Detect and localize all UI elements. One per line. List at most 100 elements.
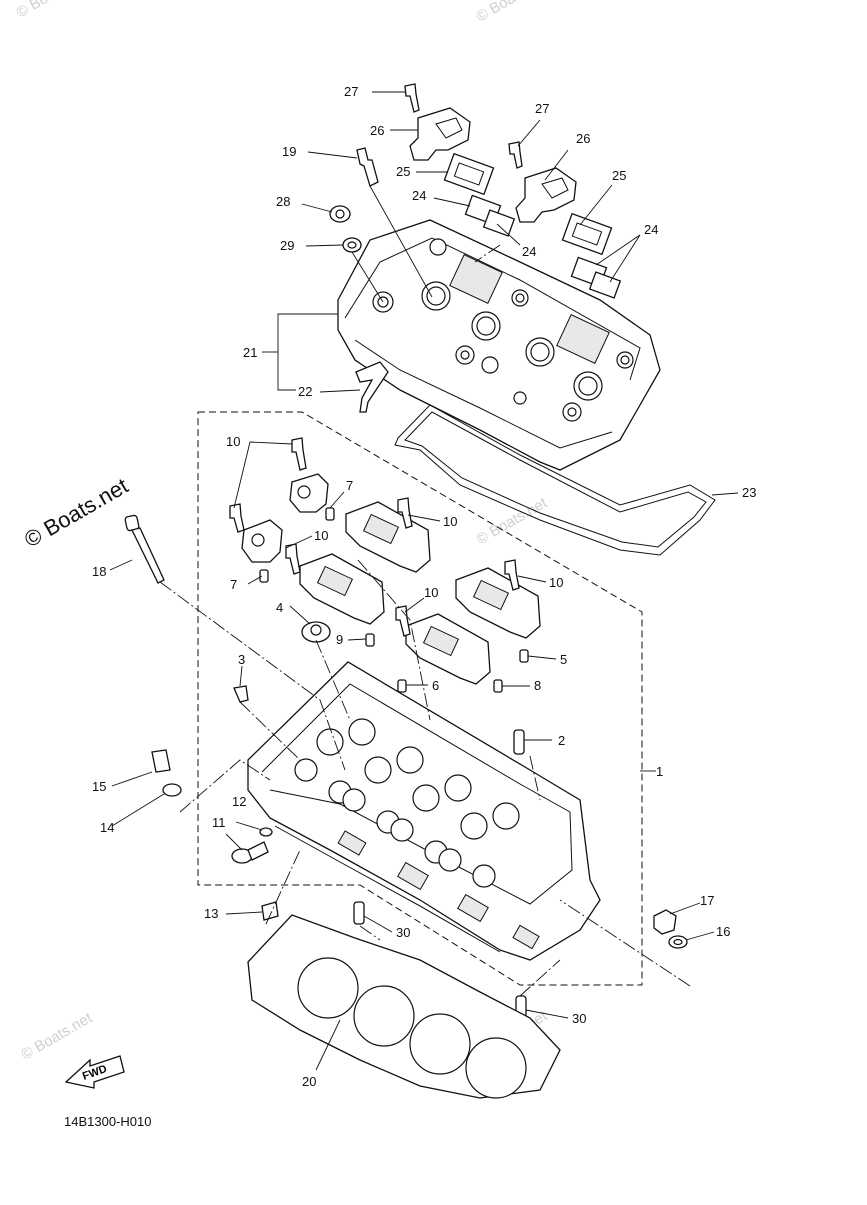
plug — [301, 621, 331, 643]
callout-10-a: 10 — [226, 434, 240, 449]
cover-washer — [342, 237, 362, 253]
diagram-code: 14B1300-H010 — [64, 1114, 151, 1129]
camshaft-cap-6 — [405, 613, 491, 685]
callout-22: 22 — [298, 384, 312, 399]
valve-pocket-row-2 — [294, 758, 496, 888]
valve-pocket-row-1 — [316, 718, 520, 840]
callout-5: 5 — [560, 652, 567, 667]
cover-gasket-inner — [404, 411, 707, 548]
stud-bolt — [233, 685, 249, 703]
callout-30-bottom: 30 — [572, 1011, 586, 1026]
oil-plug-gasket — [162, 783, 182, 797]
camshaft-cap-3 — [345, 501, 431, 573]
callout-18: 18 — [92, 564, 106, 579]
callout-24-top: 24 — [412, 188, 426, 203]
cover-bracket — [355, 361, 389, 413]
callout-30-top: 30 — [396, 925, 410, 940]
oil-plug — [151, 749, 171, 773]
coil-bolt-left — [404, 83, 420, 113]
callout-29: 29 — [280, 238, 294, 253]
callout-4: 4 — [276, 600, 283, 615]
callout-27-right: 27 — [535, 101, 549, 116]
callout-12: 12 — [232, 794, 246, 809]
cylinder-head-assembly-boundary — [197, 411, 643, 986]
callout-10-c: 10 — [314, 528, 328, 543]
assembly-guide-lines — [159, 244, 691, 997]
camshaft-cap-5 — [455, 567, 541, 639]
callout-16: 16 — [716, 924, 730, 939]
leader-lines — [109, 91, 739, 1071]
callout-28: 28 — [276, 194, 290, 209]
dowel-pin-9 — [365, 633, 375, 647]
callout-17: 17 — [700, 893, 714, 908]
callout-25-left: 25 — [396, 164, 410, 179]
callout-26-left: 26 — [370, 123, 384, 138]
small-grommet-2 — [482, 209, 516, 237]
callout-14: 14 — [100, 820, 114, 835]
cap-bolt-5 — [504, 559, 520, 591]
stud-2 — [513, 729, 525, 755]
dowel-30a — [353, 901, 365, 925]
callout-21: 21 — [243, 345, 257, 360]
callout-8: 8 — [534, 678, 541, 693]
cylinder-head-gasket — [247, 914, 561, 1099]
callout-26-right: 26 — [576, 131, 590, 146]
cap-bolt-6 — [395, 605, 411, 637]
flange-bolt — [231, 841, 269, 864]
callout-2: 2 — [558, 733, 565, 748]
dowel-pin-7a — [325, 507, 335, 521]
callout-23: 23 — [742, 485, 756, 500]
callout-19: 19 — [282, 144, 296, 159]
ignition-coil-left — [409, 107, 471, 161]
cover-gasket — [394, 404, 716, 556]
callout-24-middle: 24 — [522, 244, 536, 259]
cap-bolt-1 — [291, 437, 307, 471]
callout-1: 1 — [656, 764, 663, 779]
callout-labels: 27 26 27 26 25 25 24 24 24 19 28 29 21 2… — [92, 84, 756, 1089]
cap-nut — [653, 909, 677, 935]
callout-3: 3 — [238, 652, 245, 667]
callout-27-left: 27 — [344, 84, 358, 99]
cylinder-head-cover — [337, 219, 661, 471]
callout-7-left: 7 — [230, 577, 237, 592]
camshaft-cap-2 — [241, 519, 283, 563]
watermark-top-left: © Boats.net — [14, 0, 91, 21]
callout-10-e: 10 — [424, 585, 438, 600]
callout-13: 13 — [204, 906, 218, 921]
dowel-pin-6 — [397, 679, 407, 693]
watermark-main: © Boats.net — [20, 473, 132, 552]
forward-arrow: FWD — [64, 1055, 125, 1089]
spark-plug — [356, 147, 379, 187]
small-grommet-4 — [588, 271, 622, 299]
dowel-pin-5 — [519, 649, 529, 663]
callout-20: 20 — [302, 1074, 316, 1089]
callout-10-b: 10 — [443, 514, 457, 529]
callout-11: 11 — [212, 815, 226, 830]
cap-bolt-2 — [229, 503, 245, 533]
watermark-top-center: © Boats.net — [474, 0, 551, 25]
dowel-pin-8 — [493, 679, 503, 693]
callout-15: 15 — [92, 779, 106, 794]
watermark-middle: © Boats.net — [474, 494, 551, 548]
ignition-coil-right — [515, 167, 577, 223]
cylinder-head — [247, 661, 601, 961]
callout-24-right: 24 — [644, 222, 658, 237]
callout-25-right: 25 — [612, 168, 626, 183]
cap-bolt-3 — [397, 497, 413, 529]
callout-9: 9 — [336, 632, 343, 647]
stud-13 — [261, 901, 279, 921]
watermark-bottom-left: © Boats.net — [19, 1009, 96, 1063]
cover-bolt — [329, 205, 351, 223]
grommet-left — [443, 152, 495, 196]
coil-bolt-right — [508, 141, 523, 169]
cap-bolt-4 — [285, 543, 301, 575]
head-bolt-long — [124, 514, 165, 584]
callout-10-d: 10 — [549, 575, 563, 590]
camshaft-cap-1 — [289, 473, 329, 513]
camshaft-cap-4 — [299, 553, 385, 625]
dowel-pin-7b — [259, 569, 269, 583]
small-washer — [259, 827, 273, 837]
callout-7-top: 7 — [346, 478, 353, 493]
